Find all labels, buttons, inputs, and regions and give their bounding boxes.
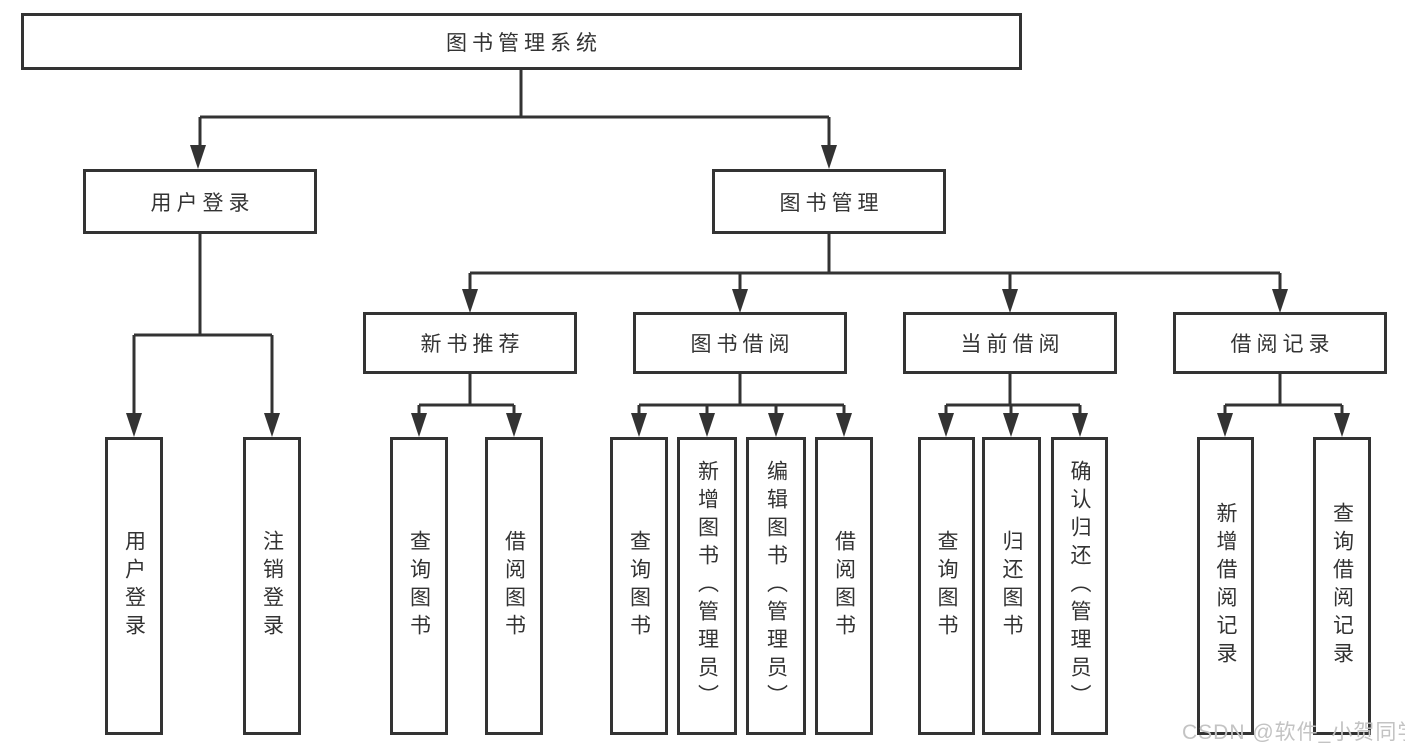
- node-label: 借阅图书: [832, 530, 856, 642]
- leaf-borrowing-borrow-books: 借阅图书: [815, 437, 873, 735]
- leaf-borrowing-query-books: 查询图书: [610, 437, 668, 735]
- node-label: 当前借阅: [960, 333, 1065, 356]
- node-user-login: 用户登录: [83, 169, 317, 234]
- leaf-logout: 注销登录: [243, 437, 301, 735]
- leaf-records-query-record: 查询借阅记录: [1313, 437, 1371, 735]
- node-borrowing-records: 借阅记录: [1173, 312, 1387, 374]
- connector-segments: [132, 70, 1344, 416]
- node-label: 新增图书（管理员）: [695, 460, 719, 712]
- node-label: 查询借阅记录: [1330, 502, 1354, 670]
- node-label: 用户登录: [122, 530, 146, 642]
- leaf-recommend-query-books: 查询图书: [390, 437, 448, 735]
- node-label: 新书推荐: [420, 333, 525, 356]
- node-label: 新增借阅记录: [1214, 502, 1237, 670]
- csdn-watermark: CSDN @软件_小贺同学: [1182, 721, 1405, 744]
- node-root-system: 图书管理系统: [21, 13, 1022, 70]
- leaf-borrowing-edit-books-admin: 编辑图书（管理员）: [746, 437, 806, 735]
- node-label: 查询图书: [627, 530, 651, 642]
- node-new-book-recommend: 新书推荐: [363, 312, 577, 374]
- node-label: 图书借阅: [690, 333, 795, 356]
- node-label: 用户登录: [150, 191, 255, 215]
- node-label: 借阅记录: [1230, 333, 1335, 356]
- node-label: 编辑图书（管理员）: [764, 460, 788, 712]
- leaf-borrowing-add-books-admin: 新增图书（管理员）: [677, 437, 737, 735]
- node-book-borrowing: 图书借阅: [633, 312, 847, 374]
- node-label: 注销登录: [260, 530, 284, 642]
- node-label: 归还图书: [1000, 530, 1023, 642]
- leaf-user-login: 用户登录: [105, 437, 163, 735]
- leaf-recommend-borrow-books: 借阅图书: [485, 437, 543, 735]
- arrowheads: [126, 145, 1350, 437]
- node-label: 借阅图书: [502, 530, 526, 642]
- node-label: 查询图书: [935, 530, 958, 642]
- leaf-current-confirm-return-admin: 确认归还（管理员）: [1051, 437, 1108, 735]
- node-label: 图书管理系统: [446, 31, 602, 55]
- leaf-records-add-record: 新增借阅记录: [1197, 437, 1254, 735]
- node-label: 查询图书: [407, 530, 431, 642]
- leaf-current-query-books: 查询图书: [918, 437, 975, 735]
- node-current-borrowing: 当前借阅: [903, 312, 1117, 374]
- leaf-current-return-books: 归还图书: [982, 437, 1041, 735]
- node-label: 确认归还（管理员）: [1068, 460, 1091, 712]
- node-label: 图书管理: [779, 191, 884, 215]
- node-book-management: 图书管理: [712, 169, 946, 234]
